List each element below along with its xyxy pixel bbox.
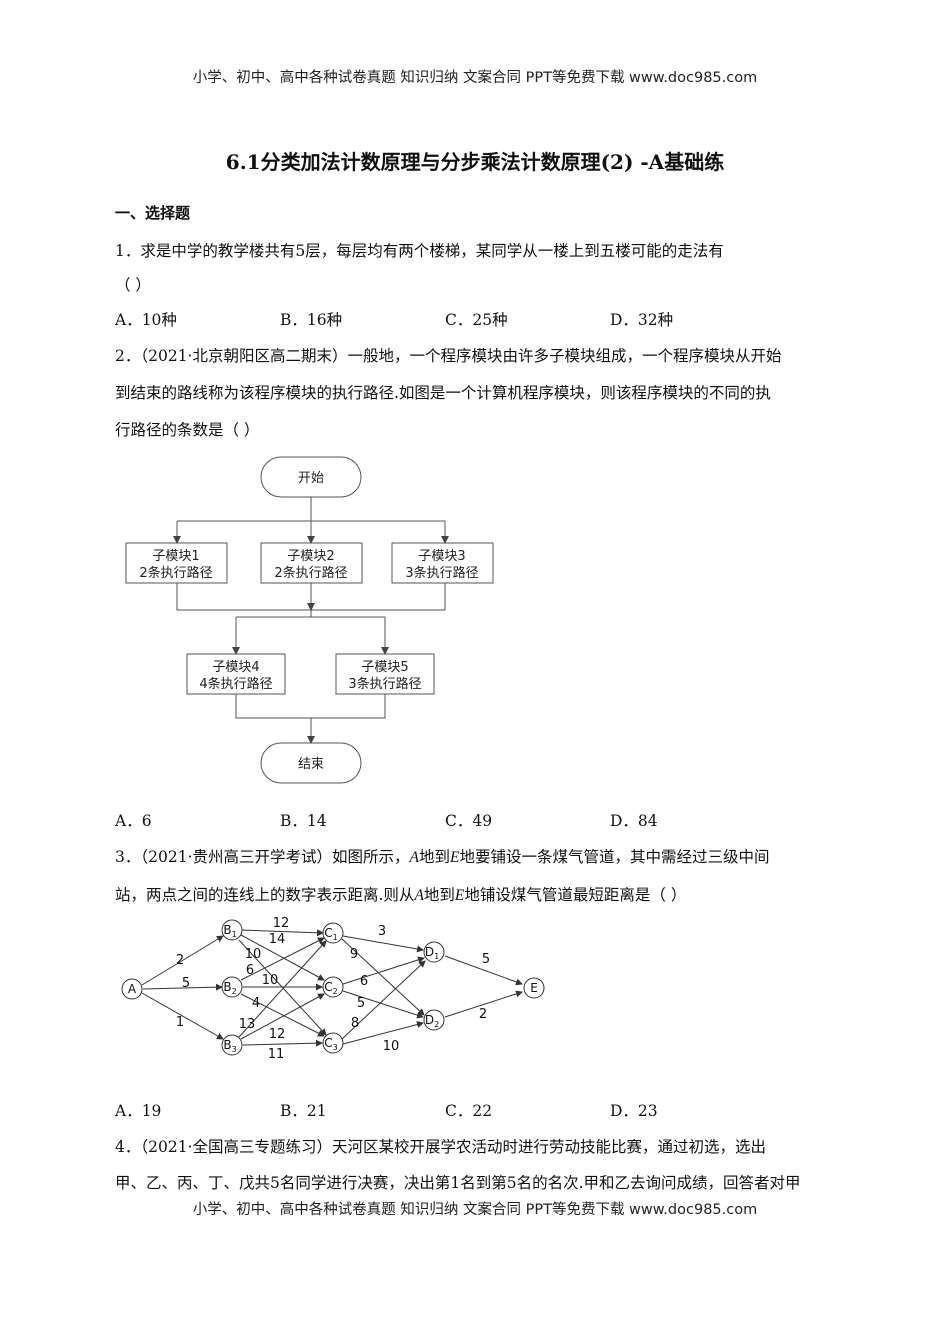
svg-text:C1: C1 bbox=[324, 926, 337, 942]
weight-b3c1: 13 bbox=[239, 1017, 256, 1032]
flow-module-2-paths: 2条执行路径 bbox=[274, 565, 347, 581]
node-b1 bbox=[221, 919, 243, 941]
page-header: 小学、初中、高中各种试卷真题 知识归纳 文案合同 PPT等免费下载 www.do… bbox=[192, 70, 758, 86]
weight-d1e: 5 bbox=[482, 952, 490, 967]
svg-text:D2: D2 bbox=[425, 1013, 439, 1029]
weight-c1d2: 9 bbox=[350, 947, 358, 962]
svg-text:B3: B3 bbox=[223, 1038, 236, 1054]
q1-option-d[interactable]: D．32种 bbox=[610, 311, 674, 329]
weight-b2c1: 6 bbox=[246, 963, 254, 978]
q3-option-a[interactable]: A．19 bbox=[115, 1102, 162, 1120]
svg-text:E: E bbox=[530, 981, 538, 995]
var-e: E bbox=[449, 849, 460, 866]
flow-module-1-paths: 2条执行路径 bbox=[139, 565, 212, 581]
svg-text:C2: C2 bbox=[324, 980, 337, 996]
weight-b1c3: 10 bbox=[245, 947, 262, 962]
flow-end-node bbox=[260, 742, 362, 784]
q1-option-a[interactable]: A．10种 bbox=[115, 311, 177, 329]
q1-option-b[interactable]: B．16种 bbox=[280, 311, 343, 329]
node-c2 bbox=[322, 976, 344, 998]
q3-option-c[interactable]: C．22 bbox=[445, 1102, 493, 1120]
weight-d2e: 2 bbox=[479, 1007, 487, 1022]
flow-module-3 bbox=[391, 542, 494, 584]
weight-c3d2: 10 bbox=[383, 1039, 400, 1054]
weight-c2d1: 6 bbox=[360, 974, 368, 989]
svg-text:B2: B2 bbox=[223, 980, 236, 996]
q1-stem-line2: （ ） bbox=[115, 276, 151, 294]
q3-network-graph: A B1 B2 B3 C1 C2 C3 D1 D2 E 2 5 1 12 14 … bbox=[121, 916, 545, 1062]
q3-stem-line1: 3．（2021·贵州高三开学考试）如图所示，A地到E地要铺设一条煤气管道，其中需… bbox=[115, 848, 770, 866]
weight-ab2: 5 bbox=[182, 976, 190, 991]
node-b3 bbox=[221, 1034, 243, 1056]
flow-start-label: 开始 bbox=[298, 471, 324, 486]
weight-ab3: 1 bbox=[176, 1015, 184, 1030]
q2-option-b[interactable]: B．14 bbox=[280, 812, 327, 830]
q3-option-b[interactable]: B．21 bbox=[280, 1102, 327, 1120]
node-d2 bbox=[423, 1009, 445, 1031]
flow-module-4-paths: 4条执行路径 bbox=[199, 676, 272, 692]
q1-stem-line1: 1．求是中学的教学楼共有5层，每层均有两个楼梯，某同学从一楼上到五楼可能的走法有 bbox=[115, 242, 724, 260]
flow-module-3-paths: 3条执行路径 bbox=[405, 565, 478, 581]
page-footer: 小学、初中、高中各种试卷真题 知识归纳 文案合同 PPT等免费下载 www.do… bbox=[192, 1202, 758, 1218]
weight-b1c2: 14 bbox=[269, 932, 286, 947]
node-e bbox=[523, 977, 545, 999]
q2-flowchart: 开始 子模块1 2条执行路径 子模块2 2条执行路径 子模块3 3条执行路径 子… bbox=[125, 456, 494, 784]
svg-text:A: A bbox=[128, 982, 137, 996]
q1-option-c[interactable]: C．25种 bbox=[445, 311, 508, 329]
page-title: 6.1分类加法计数原理与分步乘法计数原理(2) -A基础练 bbox=[225, 150, 725, 174]
q2-option-c[interactable]: C．49 bbox=[445, 812, 493, 830]
weight-ab1: 2 bbox=[176, 953, 184, 968]
weight-b2c3: 4 bbox=[252, 996, 260, 1011]
node-c1 bbox=[322, 922, 344, 944]
q4-stem-line2: 甲、乙、丙、丁、戊共5名同学进行决赛，决出第1名到第5名的名次.甲和乙去询问成绩… bbox=[115, 1174, 801, 1192]
svg-text:D1: D1 bbox=[425, 945, 439, 961]
node-d1 bbox=[423, 941, 445, 963]
q2-option-a[interactable]: A．6 bbox=[115, 812, 152, 830]
var-a: A bbox=[409, 849, 419, 866]
q2-stem-line1: 2．（2021·北京朝阳区高二期末）一般地，一个程序模块由许多子模块组成，一个程… bbox=[115, 347, 782, 365]
weight-b1c1: 12 bbox=[273, 916, 290, 931]
weight-b2c2: 10 bbox=[262, 973, 279, 988]
flow-end-label: 结束 bbox=[298, 757, 324, 772]
node-c3 bbox=[322, 1032, 344, 1054]
flow-module-5-name: 子模块5 bbox=[361, 660, 408, 675]
flow-module-5-paths: 3条执行路径 bbox=[348, 676, 421, 692]
section-heading: 一、选择题 bbox=[115, 204, 191, 222]
q2-stem-line3: 行路径的条数是（ ） bbox=[115, 421, 260, 439]
weight-c1d1: 3 bbox=[378, 924, 386, 939]
svg-text:B1: B1 bbox=[223, 923, 236, 939]
q4-stem-line1: 4．（2021·全国高三专题练习）天河区某校开展学农活动时进行劳动技能比赛，通过… bbox=[115, 1138, 766, 1156]
svg-text:C3: C3 bbox=[324, 1036, 337, 1052]
flow-module-2-name: 子模块2 bbox=[287, 549, 334, 564]
node-a bbox=[121, 978, 143, 1000]
flow-module-1-name: 子模块1 bbox=[152, 549, 199, 564]
weight-b3c3: 11 bbox=[268, 1047, 285, 1062]
weight-b3c2: 12 bbox=[269, 1027, 286, 1042]
weight-c3d1: 8 bbox=[351, 1016, 359, 1031]
q3-option-d[interactable]: D．23 bbox=[610, 1102, 658, 1120]
q3-stem-line2: 站，两点之间的连线上的数字表示距离.则从A地到E地铺设煤气管道最短距离是（ ） bbox=[115, 886, 687, 904]
q2-option-d[interactable]: D．84 bbox=[610, 812, 658, 830]
flow-module-3-name: 子模块3 bbox=[418, 549, 465, 564]
q2-stem-line2: 到结束的路线称为该程序模块的执行路径.如图是一个计算机程序模块，则该程序模块的不… bbox=[115, 384, 771, 402]
weight-c2d2: 5 bbox=[357, 996, 365, 1011]
flow-module-4-name: 子模块4 bbox=[212, 660, 259, 675]
node-b2 bbox=[221, 976, 243, 998]
